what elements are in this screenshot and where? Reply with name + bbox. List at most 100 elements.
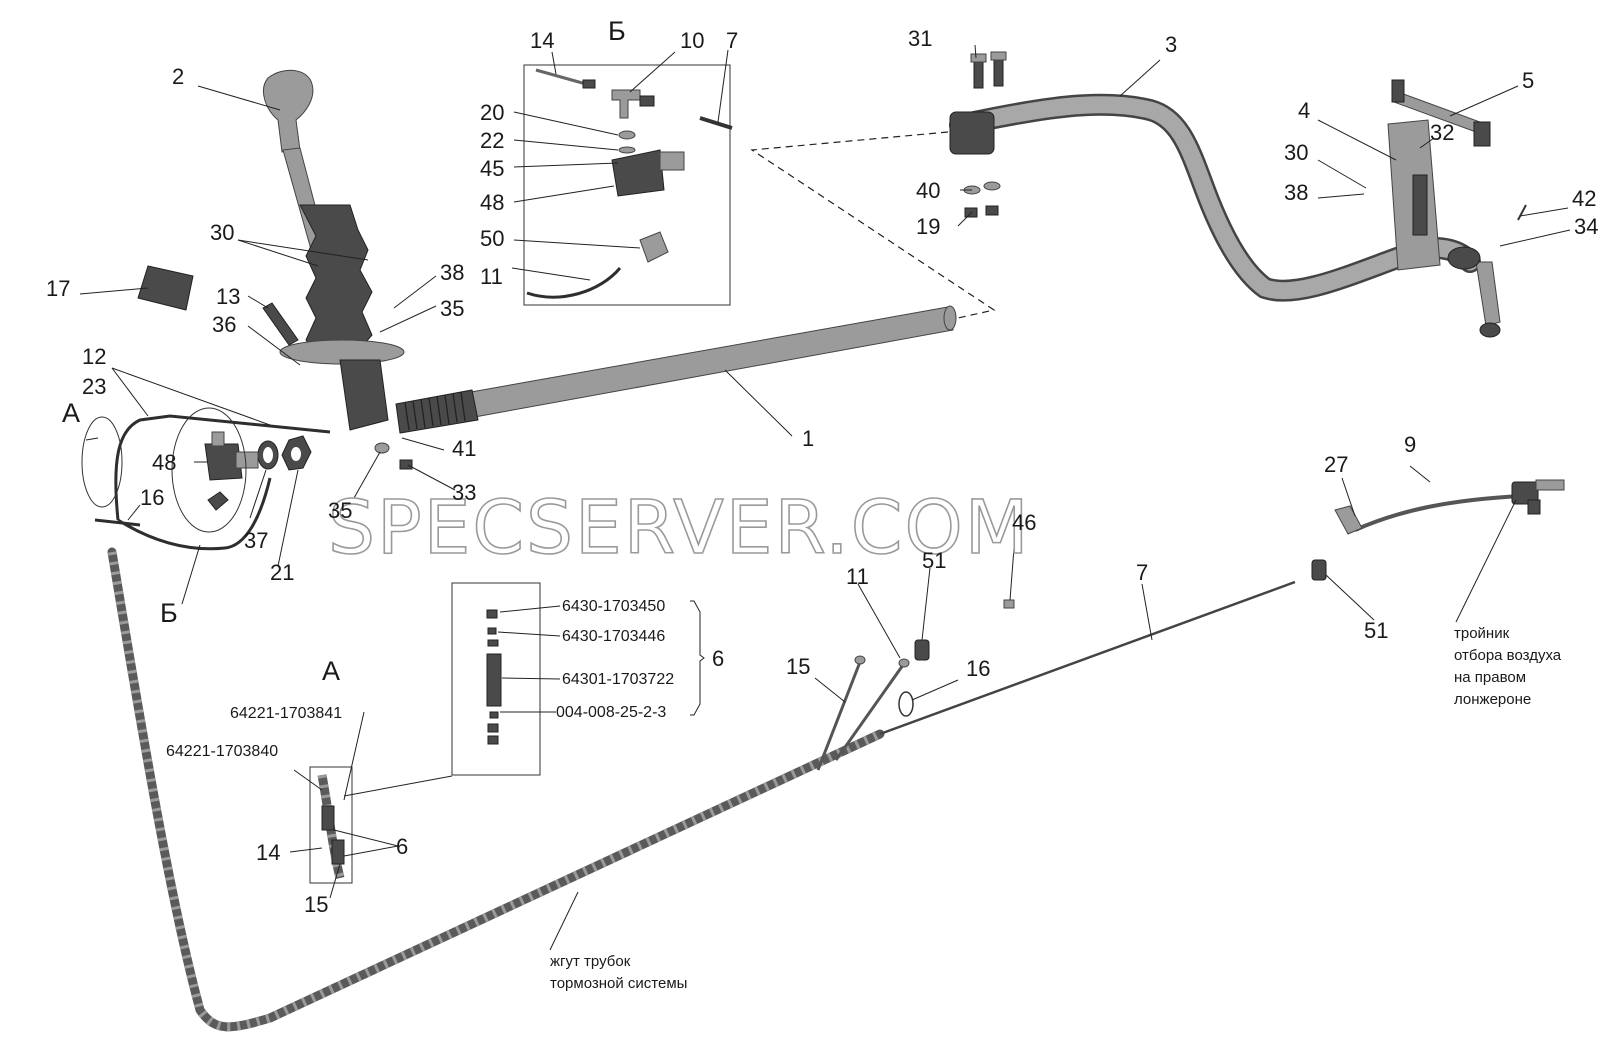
part-number-labels: 2 1 3 31 4 5 32 30 38 42 34 40 19 14 10 …	[46, 26, 1598, 917]
label-6-detail: 6	[396, 834, 408, 859]
detail-a-part-numbers: 64221-1703841 64221-1703840	[166, 705, 342, 760]
label-2: 2	[172, 64, 184, 89]
leader-lines	[79, 44, 1571, 951]
label-14-top: 14	[530, 28, 554, 53]
label-34: 34	[1574, 214, 1598, 239]
arm-part-34	[1447, 246, 1501, 338]
kit-part-number: 004-008-25-2-3	[556, 704, 666, 721]
label-4: 4	[1298, 98, 1310, 123]
washer-part-35	[374, 442, 390, 454]
section-label-a-left: А	[62, 398, 80, 428]
tee-note-line: на правом	[1454, 669, 1526, 686]
label-36: 36	[212, 312, 236, 337]
label-12: 12	[82, 344, 106, 369]
plate-part-17	[137, 265, 194, 311]
bracket-part-4	[1387, 119, 1441, 271]
tube-part-15	[816, 655, 866, 771]
label-38-right: 38	[1284, 180, 1308, 205]
projection-dashes	[750, 131, 996, 319]
label-20: 20	[480, 100, 504, 125]
label-40: 40	[916, 178, 940, 203]
kit-part-number: 6430-1703446	[562, 628, 665, 645]
washers-part-40	[963, 181, 1001, 195]
label-9: 9	[1404, 432, 1416, 457]
label-10: 10	[680, 28, 704, 53]
bolt-part-13	[262, 302, 299, 346]
label-51-left: 51	[922, 548, 946, 573]
tube-part-11	[834, 658, 910, 761]
pin-part-42	[1517, 204, 1527, 221]
label-31: 31	[908, 26, 932, 51]
harness-note: жгут трубок тормозной системы	[550, 953, 687, 992]
tee-pipe-part-9	[1334, 479, 1565, 535]
label-27: 27	[1324, 452, 1348, 477]
label-23: 23	[82, 374, 106, 399]
label-14: 14	[256, 840, 280, 865]
label-48: 48	[152, 450, 176, 475]
detail-part-number: 64221-1703841	[230, 705, 342, 722]
callout-circle-b	[171, 407, 247, 533]
label-38-left: 38	[440, 260, 464, 285]
fitting-part-51-right	[1311, 559, 1327, 581]
label-41: 41	[452, 436, 476, 461]
label-30-left: 30	[210, 220, 234, 245]
tee-note-line: лонжероне	[1454, 691, 1531, 708]
label-42: 42	[1572, 186, 1596, 211]
label-16-right: 16	[966, 656, 990, 681]
label-37: 37	[244, 528, 268, 553]
label-19: 19	[916, 214, 940, 239]
clip-part-46	[1003, 599, 1015, 609]
label-22: 22	[480, 128, 504, 153]
harness-note-line: тормозной системы	[550, 975, 687, 992]
label-48-top: 48	[480, 190, 504, 215]
label-17: 17	[46, 276, 70, 301]
tee-note-line: отбора воздуха	[1454, 647, 1562, 664]
gear-lever-part-2	[263, 69, 405, 431]
label-45: 45	[480, 156, 504, 181]
fitting-part-51	[914, 639, 930, 661]
label-5: 5	[1522, 68, 1534, 93]
section-label-b-left: Б	[160, 598, 178, 628]
tee-note-line: тройник	[1454, 625, 1510, 642]
tee-note: тройник отбора воздуха на правом лонжеро…	[1454, 625, 1562, 708]
detail-part-number: 64221-1703840	[166, 743, 278, 760]
valve-part-48	[204, 431, 259, 511]
section-label-b-top: Б	[608, 16, 626, 46]
harness-note-line: жгут трубок	[550, 953, 631, 970]
callout-circle-a	[81, 416, 123, 508]
label-11: 11	[846, 564, 869, 589]
label-6: 6	[712, 646, 724, 671]
nuts-part-19	[964, 205, 999, 218]
lever-part-5	[1391, 79, 1491, 147]
label-7-top: 7	[726, 28, 738, 53]
washer-part-37	[257, 440, 279, 470]
label-51-right: 51	[1364, 618, 1388, 643]
label-46: 46	[1012, 510, 1036, 535]
rod-part-1	[395, 305, 957, 434]
label-30-right: 30	[1284, 140, 1308, 165]
label-15: 15	[786, 654, 810, 679]
detail-a-frame	[309, 766, 353, 884]
watermark-text: SPECSERVER.COM	[328, 485, 1031, 571]
clip-part-16	[898, 691, 914, 717]
label-21: 21	[270, 560, 294, 585]
label-15-detail: 15	[304, 892, 328, 917]
label-7: 7	[1136, 560, 1148, 585]
label-50: 50	[480, 226, 504, 251]
detail-b-parts	[526, 68, 733, 299]
section-label-a-detail: А	[322, 656, 340, 686]
nut-part-21	[281, 435, 312, 471]
brake-tube-harness	[107, 547, 1296, 1032]
label-13: 13	[216, 284, 240, 309]
label-11-top: 11	[480, 264, 503, 289]
kit-6-parts	[486, 609, 502, 745]
label-3: 3	[1165, 32, 1177, 57]
label-35-bottom: 35	[328, 498, 352, 523]
label-16-left: 16	[140, 485, 164, 510]
kit-6-part-numbers: 6430-1703450 6430-1703446 64301-1703722 …	[556, 598, 674, 721]
kit-part-number: 6430-1703450	[562, 598, 665, 615]
detail-a-parts	[317, 774, 345, 880]
detail-b-frame	[523, 64, 731, 306]
